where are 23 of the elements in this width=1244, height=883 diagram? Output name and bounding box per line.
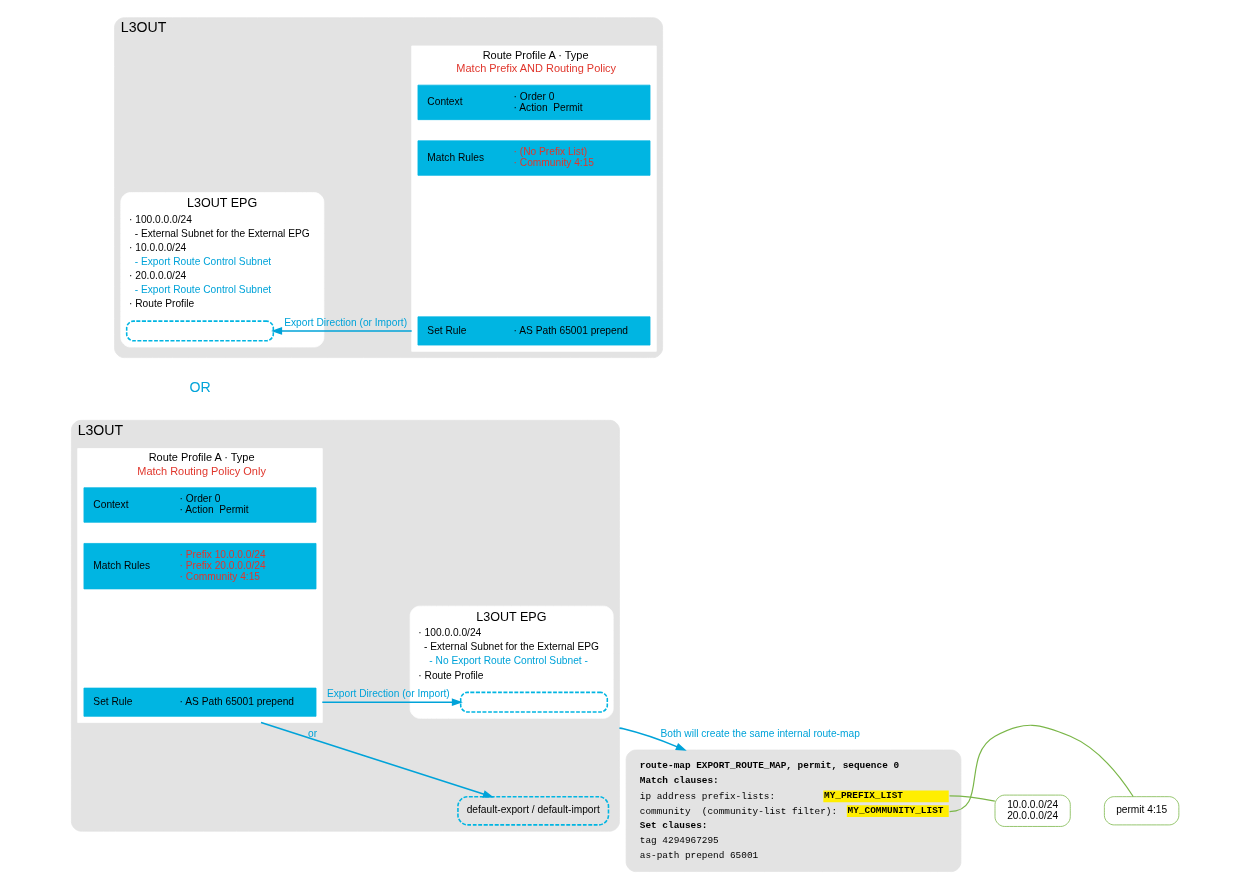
node-box: route-map EXPORT_ROUTE_MAP, permit, sequence 0 Match clauses: ip address prefix-lists: MY_PREFIX_LIST community (community-list filter): MY_COMMUNITY_LIST Set clauses: tag 4294967295 as-path prepend 65001: [625, 749, 962, 872]
connector: [948, 795, 996, 802]
arrow: [321, 698, 463, 707]
arrow: [271, 327, 413, 335]
edge-label: Both will create the same internal route-map: [660, 728, 860, 739]
edge-label: Export Direction (or Import): [284, 316, 408, 328]
edge-label: or: [307, 728, 318, 739]
node-box: Set Rule · AS Path 65001 prepend: [83, 687, 317, 717]
connector: [948, 724, 1134, 813]
node-box: Match Rules · Prefix 10.0.0.0/24 · Prefix 20.0.0.0/24 · Community 4:15: [83, 543, 317, 590]
node-box: [459, 691, 609, 713]
node-box: permit 4:15: [1104, 796, 1180, 826]
label: OR: [189, 379, 211, 396]
arrow: [260, 721, 494, 798]
edge-label: Export Direction (or Import): [326, 688, 450, 700]
node-box: Context · Order 0 · Action Permit: [83, 487, 317, 523]
node-box: Match Rules · (No Prefix List) · Community 4:15: [417, 140, 651, 176]
node-box: Set Rule · AS Path 65001 prepend: [417, 316, 651, 346]
arrow: [618, 727, 687, 751]
node-box: 10.0.0.0/24 20.0.0.0/24: [994, 794, 1071, 827]
node-box: default-export / default-import: [457, 795, 610, 826]
node-box: [125, 320, 275, 342]
node-box: Context · Order 0 · Action Permit: [417, 84, 651, 121]
